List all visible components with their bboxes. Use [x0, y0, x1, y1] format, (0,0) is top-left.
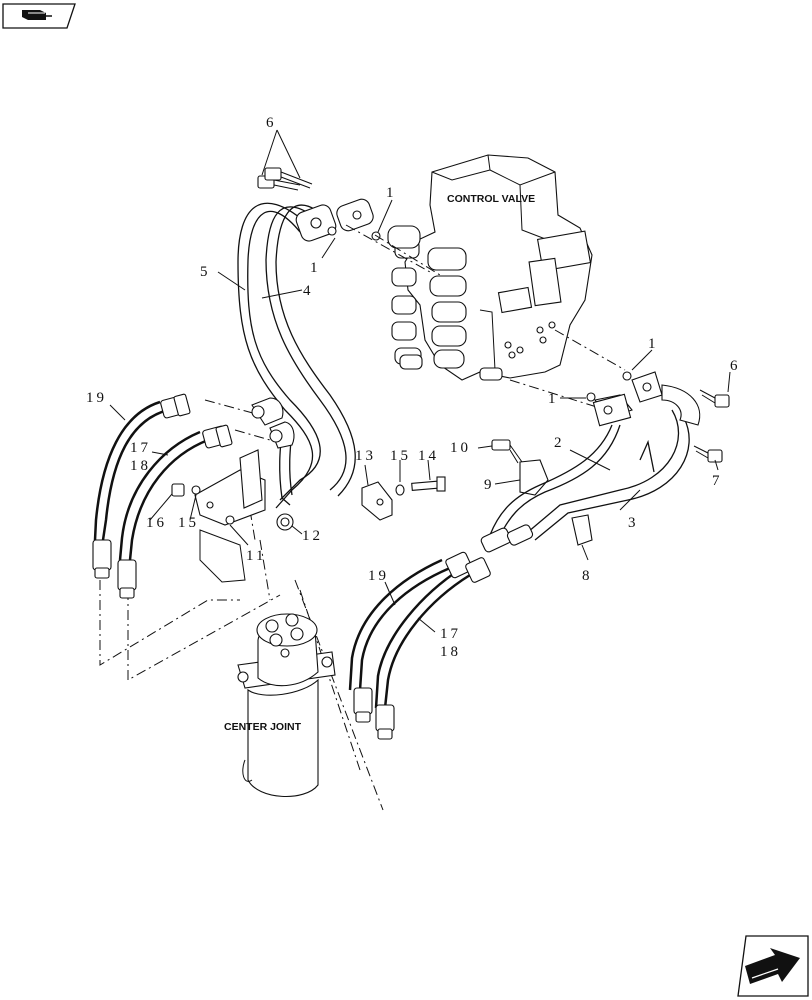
bracket-11: [194, 449, 266, 583]
callout-15-left: 15: [178, 515, 199, 531]
callout-7: 7: [712, 473, 723, 489]
flange-fittings: [295, 198, 381, 242]
callout-1-top: 1: [386, 185, 397, 201]
hoses-left-19-17-18: [92, 393, 233, 599]
callout-16: 16: [146, 515, 167, 531]
callout-17-left: 17: [130, 440, 151, 456]
clamp-13-bolt-14: [361, 476, 446, 521]
callout-14: 14: [418, 448, 439, 464]
callout-6-top: 6: [266, 115, 277, 131]
hoses-right-19-17-18: [348, 551, 491, 740]
callout-19-right: 19: [368, 568, 389, 584]
callout-10: 10: [450, 440, 471, 456]
callout-2: 2: [554, 435, 565, 451]
assembly-lines: [99, 224, 626, 811]
clamp-9-bolt-10: [491, 439, 593, 546]
center-joint: [237, 613, 336, 797]
callout-1-mid: 1: [548, 391, 559, 407]
callout-9: 9: [484, 477, 495, 493]
callout-18-right: 18: [440, 644, 461, 660]
control-valve: [387, 154, 593, 381]
callout-11: 11: [246, 548, 266, 564]
small-fasteners: [171, 483, 294, 531]
pipe-4-5: [237, 202, 356, 509]
control-valve-label: CONTROL VALVE: [447, 193, 535, 205]
callout-8: 8: [582, 568, 593, 584]
book-icon[interactable]: [2, 3, 76, 29]
callout-1-flange: 1: [310, 260, 321, 276]
elbow-fittings: [251, 397, 295, 449]
callout-12: 12: [302, 528, 323, 544]
next-arrow-icon[interactable]: [737, 935, 809, 997]
callout-5: 5: [200, 264, 211, 280]
callout-4: 4: [303, 283, 314, 299]
callout-15-right: 15: [390, 448, 411, 464]
callout-18-left: 18: [130, 458, 151, 474]
leader-lines: [109, 129, 731, 633]
callout-19-left: 19: [86, 390, 107, 406]
center-joint-label: CENTER JOINT: [224, 721, 302, 733]
callout-3: 3: [628, 515, 639, 531]
bolts-6-top: [257, 167, 313, 191]
pipes-2-3: [327, 226, 730, 553]
callouts: 6 1 1 5 4 1 6 1 2 3 7 8 9 10 13 15 14 19…: [86, 115, 741, 660]
callout-6-right: 6: [730, 358, 741, 374]
callout-13: 13: [355, 448, 376, 464]
callout-1-right: 1: [648, 336, 659, 352]
callout-17-right: 17: [440, 626, 461, 642]
